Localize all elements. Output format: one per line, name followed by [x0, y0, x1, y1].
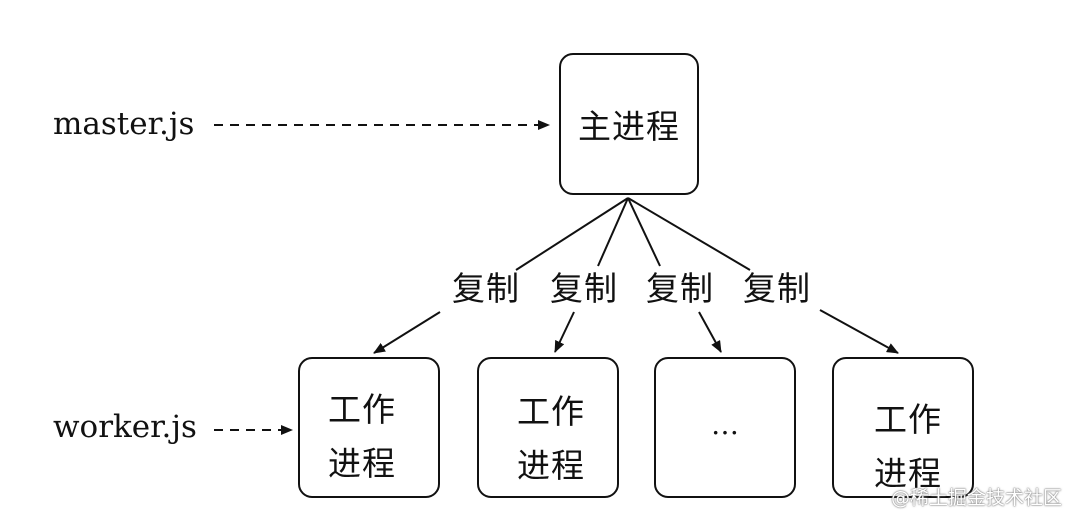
copy-edge-4-lower	[819, 309, 899, 354]
copy-edge-2-upper	[597, 197, 629, 267]
worker-process-node: 工作 进程	[298, 357, 440, 498]
master-process-node: 主进程	[559, 53, 699, 195]
worker-process-label-line1: 工作	[328, 390, 396, 429]
copy-edge-1-lower	[373, 311, 441, 354]
worker-file-label: worker.js	[53, 409, 197, 445]
worker-process-label-line1: 工作	[517, 392, 585, 431]
worker-process-label-line2: 进程	[874, 454, 942, 494]
worker-process-label-line1: 工作	[874, 400, 942, 439]
worker-process-node: 工作 进程	[477, 357, 619, 498]
worker-process-label-line2: 进程	[517, 446, 585, 486]
copy-edge-4-upper	[627, 197, 751, 271]
master-process-label: 主进程	[578, 107, 680, 146]
copy-edge-1-upper	[515, 197, 629, 271]
copy-label-2: 复制	[550, 269, 618, 308]
copy-edge-3-upper	[627, 197, 661, 267]
copy-edge-2-lower	[554, 311, 575, 353]
worker-process-node: 工作 进程	[832, 357, 974, 498]
copy-edge-3-lower	[698, 311, 722, 353]
worker-process-node-ellipsis: …	[654, 357, 796, 498]
worker-process-label-line2: 进程	[328, 444, 396, 484]
worker-process-label: 工作 进程	[517, 385, 585, 494]
worker-process-label: 工作 进程	[328, 383, 396, 492]
copy-label-4: 复制	[743, 269, 811, 308]
ellipsis-label: …	[711, 408, 739, 441]
copy-label-1: 复制	[452, 269, 520, 308]
master-file-label: master.js	[53, 106, 195, 142]
copy-label-3: 复制	[646, 269, 714, 308]
worker-process-label: 工作 进程	[874, 393, 942, 502]
watermark: @稀土掘金技术社区	[890, 487, 1062, 509]
